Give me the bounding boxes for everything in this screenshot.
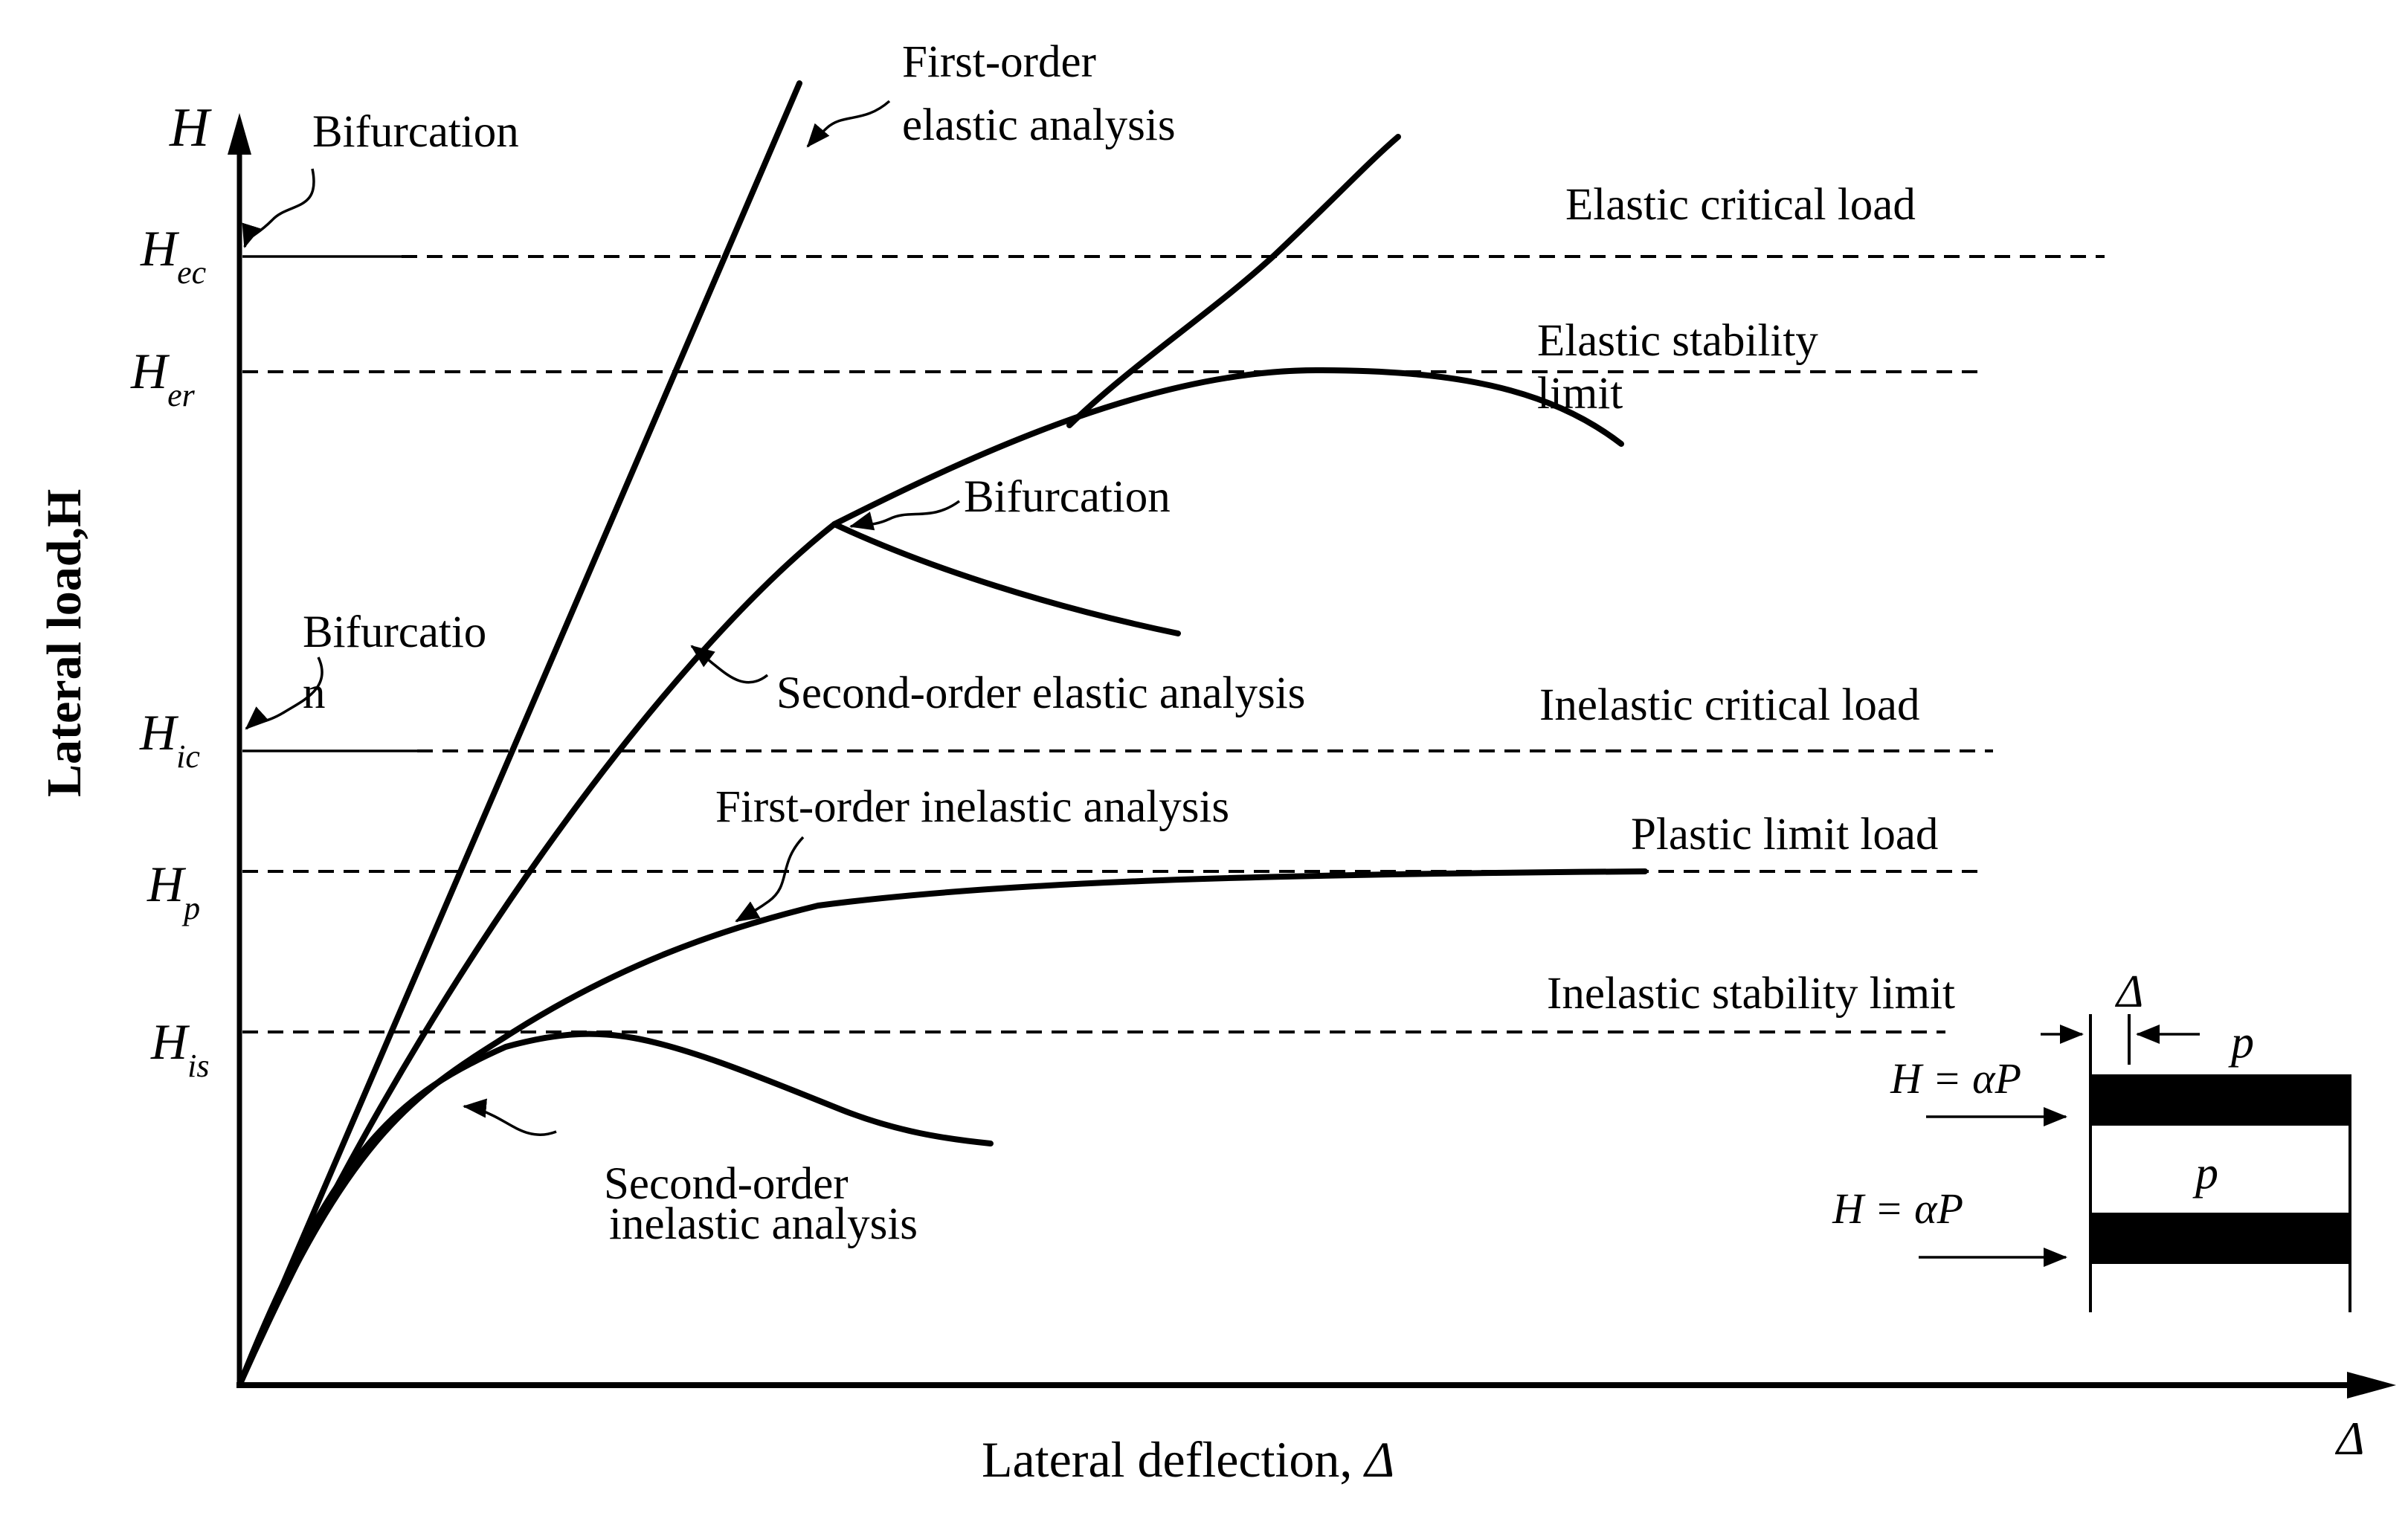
tick-Hp-sub: p [181,890,200,926]
bifurcation-second-order-arrow-icon [849,500,961,531]
elastic-stability-label-line1: Elastic stability [1537,316,1818,366]
inset-p-top-label: p [2228,1017,2254,1068]
second-order-inelastic-curve [236,1030,994,1388]
inelastic-critical-label: Inelastic critical load [1539,680,1919,730]
tick-Hic-sub: ic [176,738,200,775]
y-axis-title: Lateral load,H [37,489,91,797]
y-axis: H Lateral load,H [37,97,251,1387]
second-order-elastic-rising-branch [1066,134,1401,428]
second-order-elastic-curve [236,367,1624,1388]
second-order-elastic-arrow-icon [690,645,769,684]
x-axis-symbol: Δ [2334,1412,2365,1465]
second-order-elastic-label: Second-order elastic analysis [776,668,1305,718]
tick-Hec-sub: ec [177,254,207,291]
y-axis-symbol: H [169,97,212,158]
bifurcation-second-order-label: Bifurcation [964,472,1171,522]
x-axis-title-delta: Δ [1362,1431,1394,1488]
leader-arrows [242,100,961,1136]
first-order-inelastic-label: First-order inelastic analysis [715,782,1229,832]
bifurcation-elastic-label: Bifurcation [312,107,519,157]
inset-load-bottom-label: H = αP [1832,1184,1963,1233]
first-order-elastic-label-line2: elastic analysis [902,100,1176,150]
tick-Her: Her [130,343,196,413]
bifurcation-inelastic-label-line2: n [303,668,326,718]
bifurcation-elastic-arrow-icon [242,168,315,248]
elastic-stability-label-line2: limit [1537,369,1623,419]
second-order-inelastic-label-line2: inelastic analysis [609,1199,918,1249]
x-axis-title-text: Lateral deflection, [982,1431,1365,1488]
inset-delta-symbol: Δ [2114,967,2143,1017]
frame-bottom-beam [2090,1213,2350,1264]
first-order-elastic-arrow-icon [806,100,891,148]
inset-p-mid-label: p [2192,1148,2218,1199]
first-order-elastic-label-line1: First-order [902,37,1096,87]
plastic-limit-label: Plastic limit load [1631,810,1938,859]
tick-Hp-base: H [147,856,187,912]
curve-labels: Bifurcation Bifurcatio n Bifurcation Fir… [303,37,1305,1249]
second-order-inelastic-arrow-icon [463,1098,557,1136]
frame-top-beam [2090,1074,2350,1126]
post-bifurcation-descending-branch [831,521,1181,636]
tick-His-base: H [150,1013,190,1070]
y-axis-arrowhead-icon [228,113,251,155]
tick-Hec-base: H [140,220,180,277]
x-axis-title: Lateral deflection, Δ [982,1431,1394,1488]
x-axis: Δ Lateral deflection, Δ [236,1372,2396,1488]
analysis-curves [236,80,1648,1388]
y-tick-labels: Hec Her Hic Hp His [130,220,209,1084]
second-order-inelastic-label-line1: Second-order [604,1159,849,1209]
first-order-elastic-curve [236,80,802,1388]
first-order-inelastic-arrow-icon [735,836,805,923]
inset-load-top-label: H = αP [1890,1054,2021,1103]
x-axis-arrowhead-icon [2347,1372,2396,1399]
tick-His: His [150,1013,209,1084]
tick-Hic: Hic [139,704,200,775]
tick-Hp: Hp [147,856,200,926]
bifurcation-inelastic-arrow-icon [245,657,323,730]
tick-Her-base: H [130,343,170,399]
tick-His-sub: is [187,1048,209,1084]
tick-Hic-base: H [139,704,179,761]
inelastic-stability-label: Inelastic stability limit [1547,969,1955,1019]
first-order-inelastic-curve [236,868,1648,1388]
bifurcation-inelastic-label-line1: Bifurcatio [303,607,486,657]
tick-Hec: Hec [140,220,207,291]
tick-Her-sub: er [167,377,196,413]
elastic-critical-label: Elastic critical load [1565,180,1916,230]
load-level-lines: Elastic critical load Elastic stability … [242,180,2105,1033]
frame-inset: Δ p p H = αP H = αP [1832,967,2351,1312]
